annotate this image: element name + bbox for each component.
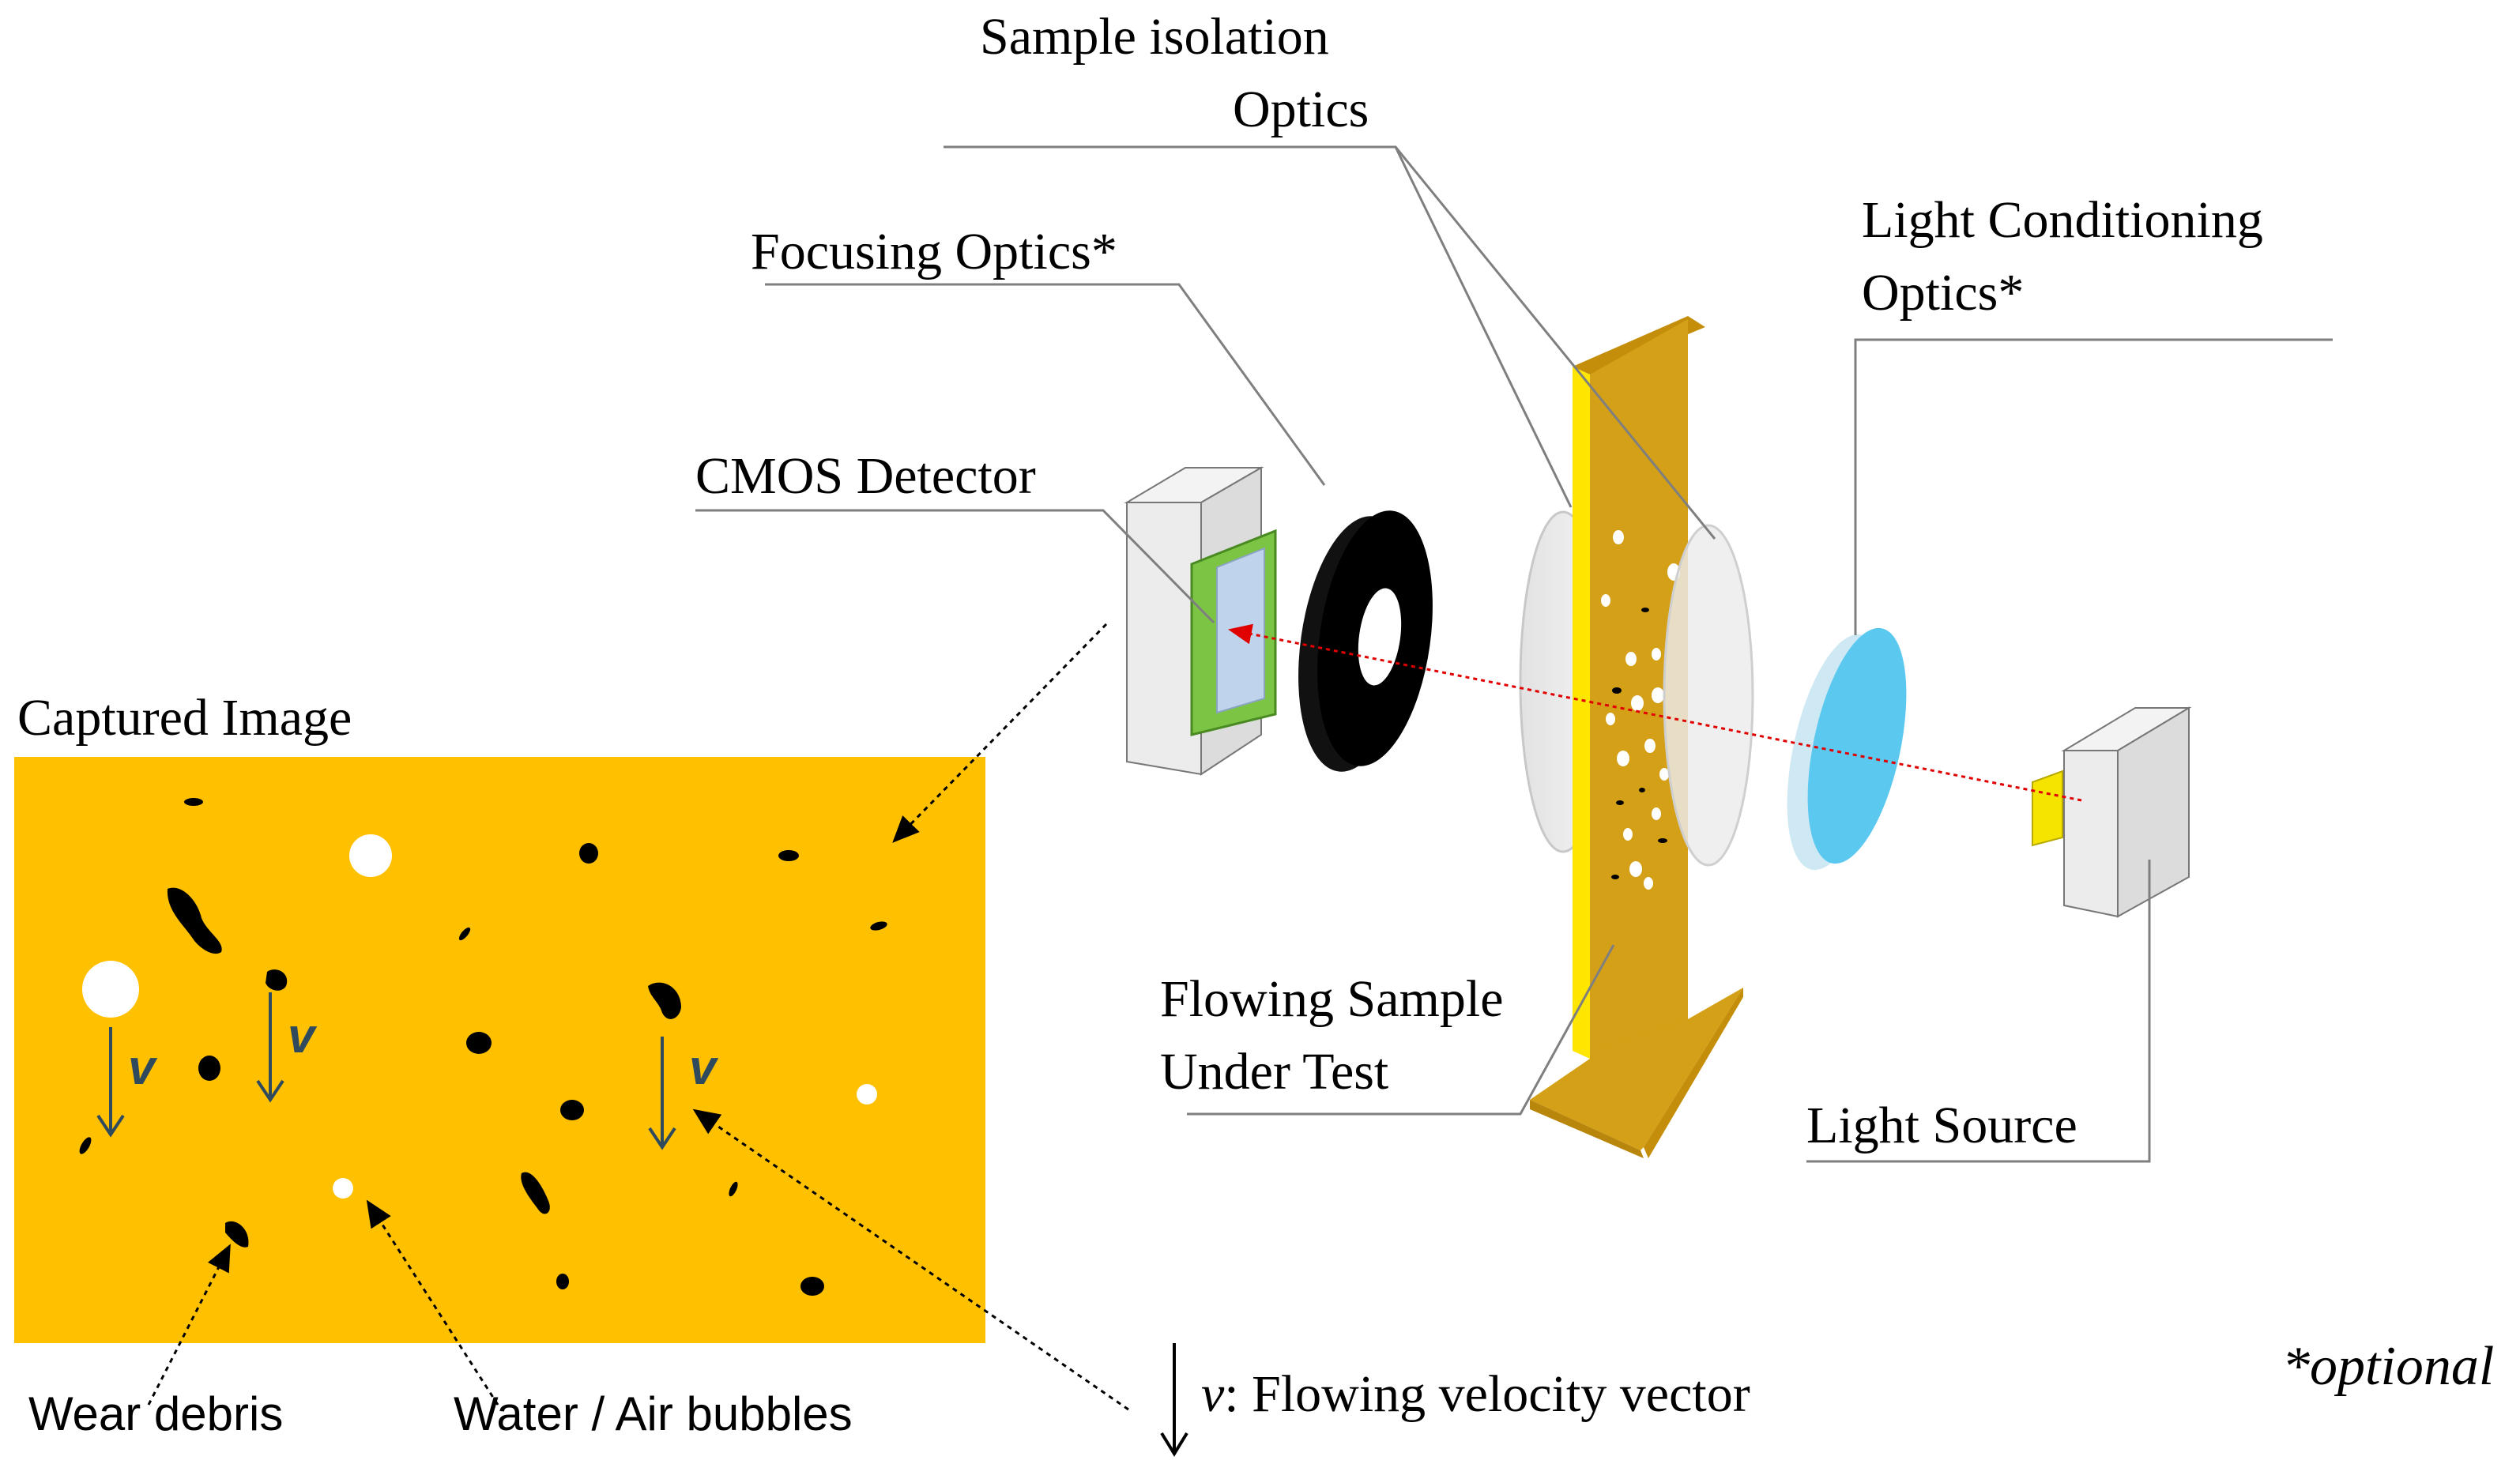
debris [266,969,288,991]
bubble [82,961,139,1018]
debris [556,1274,569,1289]
wear-debris-label: Wear debris [28,1387,283,1440]
cmos-detector-leader [695,509,1215,624]
wear-debris-pointer [147,1244,231,1406]
light-source-leader [1806,860,2151,1163]
cmos-sensor [1216,547,1265,714]
bubble [333,1178,353,1199]
light-conditioning-label-line1: Light Conditioning [1862,191,2263,249]
light-beam [1228,623,2082,802]
focusing-optics-ring [1298,510,1433,772]
optional-note: *optional [2282,1336,2494,1397]
bubble [857,1084,877,1105]
sample-isolation-leader [944,145,1573,508]
velocity-symbol: v [1201,1365,1225,1423]
velocity-pointer [692,1108,1129,1411]
flowing-sample-label-line2: Under Test [1160,1043,1388,1101]
debris [79,1137,92,1154]
velocity-arrow: v [96,1027,158,1138]
cmos-detector [1124,466,1277,776]
light-conditioning-leader [1854,338,2333,635]
velocity-arrow: v [256,992,318,1103]
channel-particles [1601,530,1680,890]
light-source [2032,706,2192,918]
detector-to-image-pointer [892,623,1108,843]
debris [184,798,203,806]
flowing-sample-channel [1530,316,1743,1158]
light-emitter [2032,770,2063,847]
captured-image-panel [14,757,985,1343]
debris [648,982,681,1019]
debris [466,1032,492,1054]
bubbles-pointer [366,1199,499,1406]
light-conditioning-label-line2: Optics* [1862,264,2024,322]
debris [560,1100,584,1120]
sample-isolation-leader [1394,146,1716,540]
cmos-detector-label: CMOS Detector [695,447,1036,505]
debris [870,921,887,931]
debris [579,843,598,864]
water-air-bubbles-label: Water / Air bubbles [454,1387,853,1440]
velocity-label: v [128,1041,158,1095]
bubble [349,834,392,877]
flowing-sample-leader [1187,944,1615,1116]
sample-isolation-label-line2: Optics [1233,81,1369,138]
sample-isolation-window-right [1663,524,1754,867]
flowing-sample-label-line1: Flowing Sample [1160,970,1504,1028]
svg-text:v: Flowing velocity vector: v: Flowing velocity vector [1201,1365,1750,1423]
debris [778,850,799,861]
captured-image-title: Captured Image [17,689,352,747]
velocity-legend-text: : Flowing velocity vector [1224,1365,1750,1423]
captured-image-particles [79,798,887,1296]
debris [458,927,471,941]
debris [225,1221,249,1248]
debris [800,1277,824,1296]
debris [729,1181,738,1197]
sample-isolation-label-line1: Sample isolation [980,8,1329,66]
velocity-label: v [689,1041,719,1095]
debris [198,1056,220,1081]
velocity-legend: v: Flowing velocity vector [1160,1343,1750,1457]
light-conditioning-lens [1787,627,1907,871]
velocity-arrow: v [648,1037,719,1150]
velocity-label: v [288,1009,318,1063]
focusing-optics-leader [765,283,1326,486]
debris [167,887,222,954]
focusing-optics-label: Focusing Optics* [751,223,1117,280]
light-source-label: Light Source [1806,1097,2077,1154]
debris [521,1172,550,1214]
